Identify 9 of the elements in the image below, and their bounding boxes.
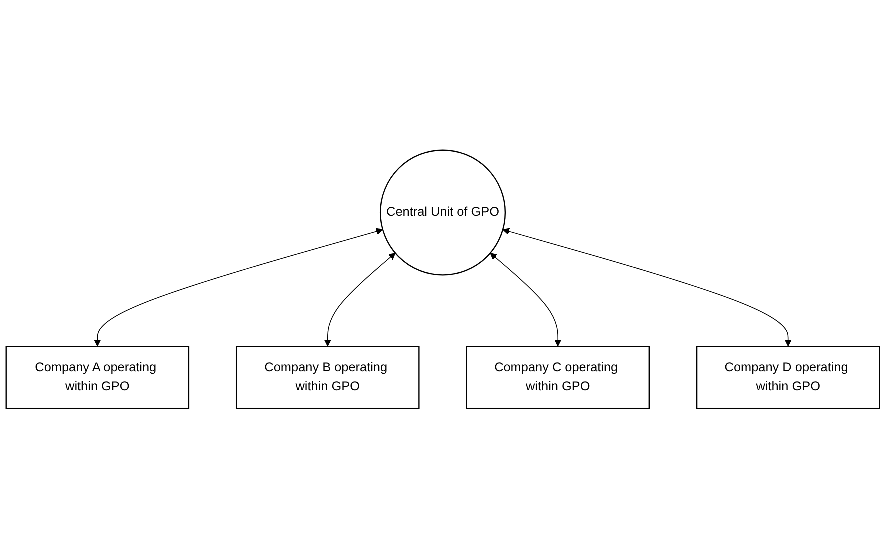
node-box: Company C operating within GPO xyxy=(466,346,650,409)
arrow xyxy=(490,252,562,346)
node-box: Company A operating within GPO xyxy=(6,346,190,409)
node-circle: Central Unit of GPO xyxy=(380,149,506,276)
arrow xyxy=(324,252,396,346)
node-box: Company D operating within GPO xyxy=(696,346,880,409)
arrow xyxy=(94,228,384,346)
arrow xyxy=(502,228,792,346)
node-box: Company B operating within GPO xyxy=(236,346,420,409)
